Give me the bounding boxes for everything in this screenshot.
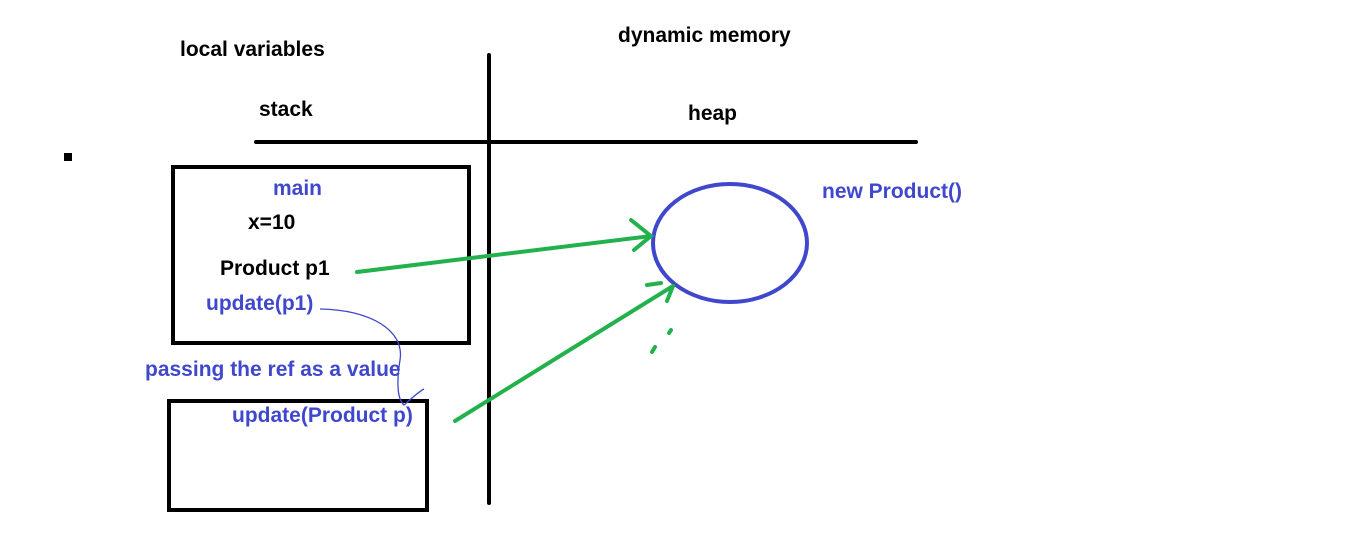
pass-by-value-annotation: passing the ref as a value: [145, 358, 401, 381]
dynamic-memory-heading: dynamic memory: [618, 24, 791, 47]
pass-arrow-curve: [319, 308, 425, 406]
update-stack-frame: [167, 399, 429, 512]
new-product-label: new Product(): [822, 180, 962, 203]
variable-p1: Product p1: [220, 257, 330, 280]
stack-heading: stack: [259, 98, 313, 121]
heap-heading: heap: [688, 102, 738, 125]
green-mark: [650, 345, 657, 354]
update-call: update(p1): [206, 292, 314, 315]
local-variables-heading: local variables: [180, 38, 325, 61]
green-mark: [667, 328, 673, 335]
stray-dot: [64, 153, 72, 161]
heap-object-ellipse: [651, 182, 809, 304]
p1-reference-arrow: [355, 218, 655, 274]
update-signature: update(Product p): [232, 404, 413, 427]
main-frame-title: main: [273, 177, 323, 200]
variable-x: x=10: [248, 211, 296, 234]
main-stack-frame: [171, 165, 471, 345]
p-reference-arrow: [453, 281, 675, 423]
